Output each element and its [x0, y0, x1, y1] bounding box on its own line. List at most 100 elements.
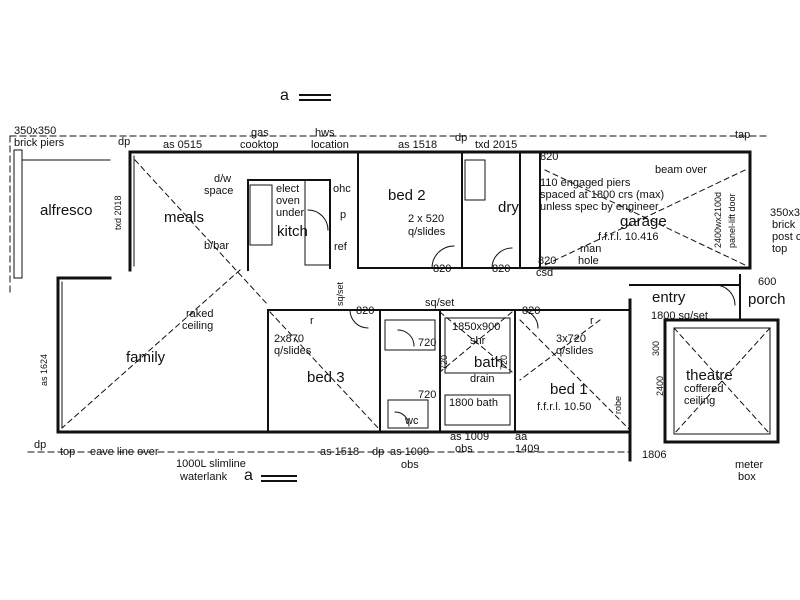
- note-gas: gas: [251, 127, 269, 139]
- section-mark-bottom: a: [244, 467, 253, 484]
- note-box: box: [738, 471, 756, 483]
- note-under: under: [276, 207, 305, 219]
- note-ref: ref: [334, 241, 347, 253]
- door-820-bed1: 820: [522, 305, 541, 317]
- note-shr-dims: 1850x900: [452, 321, 501, 333]
- note-shr: shr: [470, 335, 486, 347]
- note-dp-bottom: dp: [34, 439, 47, 451]
- room-bed1: bed 1: [550, 381, 588, 398]
- note-location: location: [311, 139, 349, 151]
- note-obs-2: obs: [455, 443, 473, 455]
- note-panel-lift: 2400wx2100d: [713, 191, 723, 248]
- thin-lines: [61, 155, 771, 435]
- room-porch: porch: [748, 291, 786, 308]
- note-coffered-2: ceiling: [684, 395, 716, 407]
- note-bed2-slides-2: q/slides: [408, 226, 446, 238]
- room-bath: bath: [474, 354, 504, 371]
- note-dim-300: 300: [651, 340, 661, 356]
- note-dp: dp: [118, 136, 131, 148]
- note-garage-ffrl: f.f.r.l. 10.416: [598, 231, 659, 243]
- note-r-bed3: r: [310, 315, 314, 327]
- note-dp-2: dp: [455, 132, 468, 144]
- note-r-bed1: r: [590, 315, 594, 327]
- eave-dashed-line: [9, 135, 771, 453]
- note-wc: wc: [405, 415, 419, 427]
- note-robe: robe: [613, 395, 623, 414]
- room-garage: garage: [620, 213, 667, 230]
- note-tank-2: waterlank: [180, 471, 228, 483]
- door-swings: [307, 209, 736, 427]
- note-piers-2: spaced at 1800 crs (max): [540, 189, 665, 201]
- note-oven: oven: [276, 195, 300, 207]
- room-kitch: kitch: [277, 223, 308, 240]
- note-eave-line: eave line over: [90, 446, 159, 458]
- note-ohc: ohc: [333, 183, 351, 195]
- section-mark-top: a: [280, 87, 289, 104]
- note-brick-right-4: top: [772, 243, 788, 255]
- door-720-a: 720: [418, 337, 437, 349]
- note-coffered: coffered: [684, 383, 724, 395]
- note-elect: elect: [276, 183, 300, 195]
- note-bed2-slides-1: 2 x 520: [408, 213, 445, 225]
- note-man: man: [580, 243, 602, 255]
- room-meals: meals: [164, 209, 205, 226]
- note-bed1-slides-1: 3x720: [556, 333, 586, 345]
- room-theatre: theatre: [686, 367, 733, 384]
- room-family: family: [126, 349, 166, 366]
- note-dim-2400: 2400: [655, 375, 665, 396]
- note-hws: hws: [315, 127, 335, 139]
- note-meter: meter: [735, 459, 764, 471]
- door-720-c: 720: [499, 354, 509, 370]
- note-as-1009b: as 1009: [450, 431, 490, 443]
- note-dim-600: 600: [758, 276, 777, 288]
- door-820-bed3: 820: [356, 305, 375, 317]
- note-bed1-ffrl: f.f.r.l. 10.50: [537, 401, 592, 413]
- door-820-bed2: 820: [433, 263, 452, 275]
- door-720-d: 720: [439, 354, 449, 370]
- note-p: p: [340, 209, 347, 221]
- note-space: space: [204, 185, 234, 197]
- note-brick-right-1: 350x3: [770, 207, 800, 219]
- note-txd-2015: txd 2015: [475, 139, 518, 151]
- note-brick-piers: 350x350: [14, 125, 57, 137]
- note-drain: drain: [470, 373, 495, 385]
- note-txd-2018: txd 2018: [113, 195, 123, 230]
- note-dp-bottom-2: dp: [372, 446, 385, 458]
- note-sq-set-2: sq/set: [335, 281, 345, 306]
- note-as-1518-bot: as 1518: [320, 446, 360, 458]
- note-as-0515: as 0515: [163, 139, 203, 151]
- note-bed3-slides-2: q/slides: [274, 345, 312, 357]
- note-bbar: b/bar: [204, 240, 230, 252]
- note-bed3-slides-1: 2x870: [274, 333, 304, 345]
- note-hole: hole: [578, 255, 599, 267]
- note-dw: d/w: [214, 173, 232, 185]
- note-tank-1: 1000L slimline: [176, 458, 246, 470]
- note-sq-set-1800: 1800 sq/set: [651, 310, 708, 322]
- note-csd: csd: [536, 267, 554, 279]
- door-820-dry: 820: [492, 263, 511, 275]
- note-tap: tap: [735, 129, 751, 141]
- note-brick-right-2: brick: [772, 219, 796, 231]
- note-raked: raked: [186, 308, 214, 320]
- note-panel-lift-2: panel-lift door: [727, 193, 737, 248]
- note-bath-1800: 1800 bath: [449, 397, 498, 409]
- note-as-1518-top: as 1518: [398, 139, 438, 151]
- note-beam-over: beam over: [655, 164, 707, 176]
- door-820-top: 820: [540, 151, 559, 163]
- note-aa-1409: 1409: [515, 443, 540, 455]
- note-brick-right-3: post c: [772, 231, 800, 243]
- note-piers-1: 110 engaged piers: [540, 177, 631, 189]
- room-bed3: bed 3: [307, 369, 345, 386]
- note-cooktop: cooktop: [240, 139, 279, 151]
- alfresco-outline: [13, 149, 111, 279]
- room-bed2: bed 2: [388, 187, 426, 204]
- note-brick-piers-2: brick piers: [14, 137, 65, 149]
- note-ceiling: ceiling: [182, 320, 214, 332]
- room-entry: entry: [652, 289, 686, 306]
- section-markers: [261, 94, 331, 482]
- door-720-b: 720: [418, 389, 437, 401]
- note-bed1-slides-2: q/slides: [556, 345, 594, 357]
- note-piers-3: unless spec by engineer: [540, 201, 659, 213]
- note-sq-set: sq/set: [425, 297, 455, 309]
